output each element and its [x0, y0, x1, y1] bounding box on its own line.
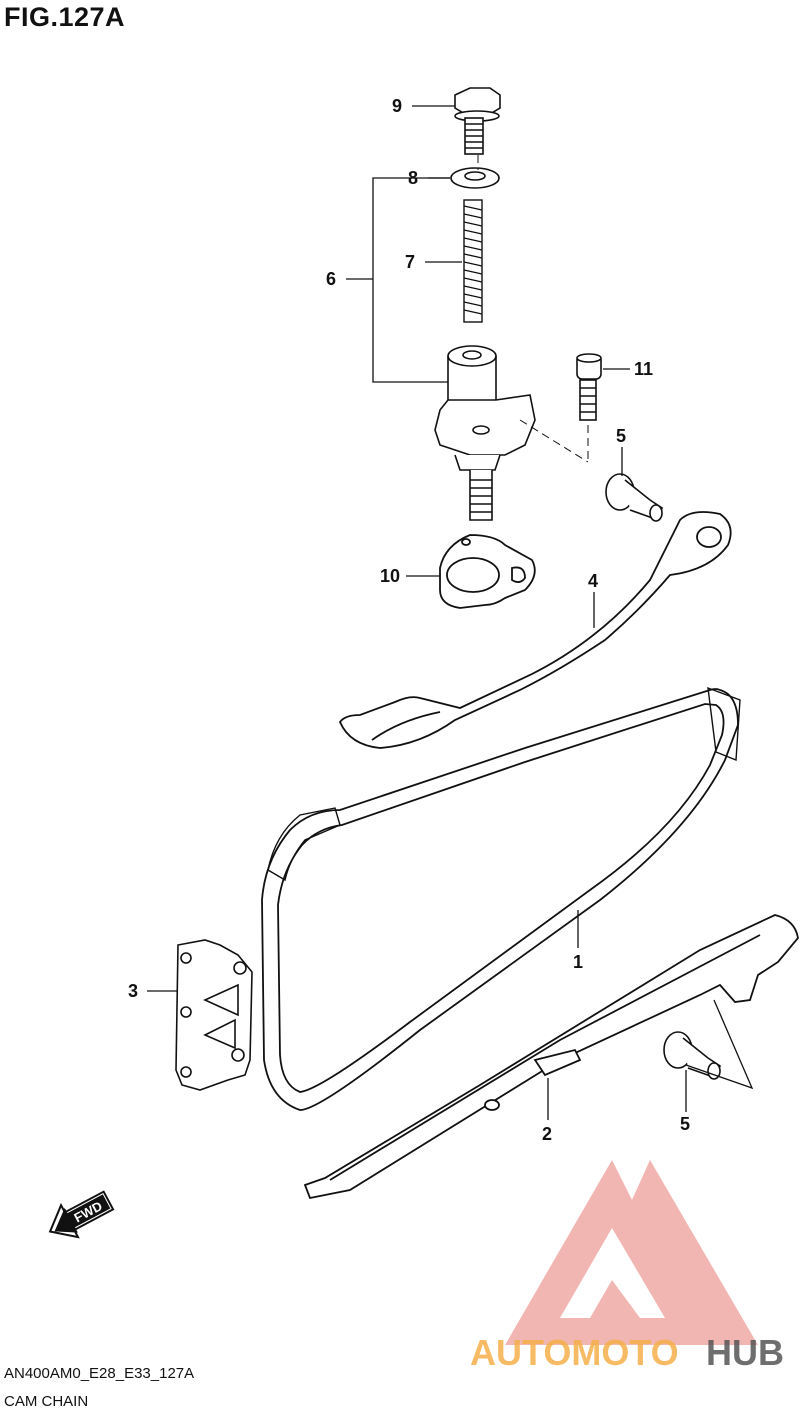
fwd-arrow-icon: FWD: [48, 1190, 115, 1239]
callout-8: 8: [408, 168, 418, 188]
washer-part: [450, 167, 500, 189]
pivot-bolt-lower-part: [663, 1031, 721, 1080]
callout-1: 1: [573, 952, 583, 972]
callout-10: 10: [380, 566, 400, 586]
diagram-code: AN400AM0_E28_E33_127A: [4, 1365, 195, 1382]
chain-guide-part: [303, 914, 799, 1200]
callout-3: 3: [128, 981, 138, 1001]
watermark-brand-part1: AUTOMOTO: [470, 1332, 679, 1373]
callout-9: 9: [392, 96, 402, 116]
callout-7: 7: [405, 252, 415, 272]
watermark-text: AUTOMOTO HUB: [470, 1332, 784, 1373]
socket-bolt-part: [576, 353, 602, 421]
cam-chain-part: [261, 686, 741, 1111]
gasket-part: [439, 534, 536, 609]
callout-leaders: [147, 105, 754, 1120]
callout-2: 2: [542, 1124, 552, 1144]
guide-plate-part: [175, 939, 253, 1091]
callout-5-upper: 5: [616, 426, 626, 446]
figure-title: FIG.127A: [4, 2, 126, 32]
diagram-caption: CAM CHAIN: [4, 1393, 89, 1410]
pivot-bolt-part: [605, 473, 663, 522]
watermark-logo-icon: [505, 1160, 758, 1345]
callout-4: 4: [588, 571, 598, 591]
callout-5-lower: 5: [680, 1114, 690, 1134]
spring-part: [463, 199, 483, 323]
assembly-centerlines: [477, 155, 589, 463]
tensioner-assembly-part: [434, 345, 536, 521]
tensioner-guide-part: [338, 511, 732, 749]
watermark-brand-part2: HUB: [706, 1332, 784, 1373]
flange-bolt-part: [454, 87, 501, 155]
callout-6: 6: [326, 269, 336, 289]
callout-11: 11: [634, 359, 653, 379]
